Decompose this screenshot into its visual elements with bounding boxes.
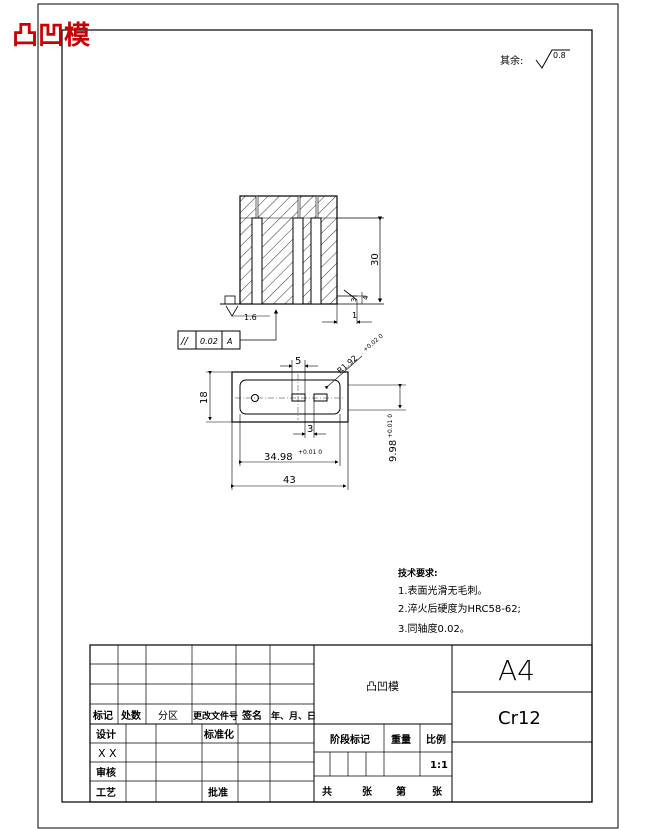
tb-scale-value: 1:1 (430, 760, 448, 771)
tolerance-datum: A (226, 337, 232, 346)
tb-header-sign: 签名 (241, 709, 262, 722)
notes-title: 技术要求: (398, 567, 438, 579)
tb-standard: 标准化 (203, 728, 234, 741)
tb-header-mark: 标记 (92, 709, 113, 722)
dim-5: 5 (295, 356, 301, 367)
datum-a-marker (220, 295, 240, 305)
top-view (231, 371, 349, 423)
tb-header-zone: 分区 (158, 710, 178, 722)
tb-sheet: 张 (362, 785, 373, 798)
front-section-view (239, 195, 358, 305)
dim-4-small: 4 (362, 295, 370, 300)
tb-header-count: 处数 (120, 709, 142, 722)
roughness-label: 其余: (500, 54, 523, 67)
dim-30: 30 (370, 253, 381, 266)
roughness-1-6-icon (225, 305, 270, 317)
dim-34-98: 34.98 (264, 452, 293, 463)
note-3: 3.同轴度0.02。 (398, 622, 470, 635)
dim-3-small: 3 (350, 298, 358, 302)
dim-9-98-tol: +0.01 0 (387, 414, 394, 438)
tb-xx: X X (98, 747, 117, 760)
tb-scale: 比例 (426, 733, 446, 746)
tb-page2: 张 (432, 785, 443, 798)
tb-stage: 阶段标记 (330, 733, 370, 746)
tb-part-name: 凸凹模 (366, 680, 399, 693)
tb-process: 工艺 (96, 786, 116, 799)
watermark: 凸凹模 (12, 21, 91, 51)
dim-43: 43 (283, 475, 296, 486)
note-1: 1.表面光滑无毛刺。 (398, 584, 488, 597)
tb-header-change: 更改文件号 (193, 710, 238, 722)
tb-review: 审核 (96, 766, 116, 779)
title-block (89, 644, 593, 803)
dim-1: 1 (352, 311, 357, 320)
tolerance-frame (177, 330, 241, 350)
dim-34-98-tol: +0.01 0 (298, 449, 322, 456)
tb-header-date: 年、月、日 (271, 710, 316, 722)
roughness-value: 0.8 (553, 51, 566, 60)
roughness-1-6: 1.6 (244, 313, 257, 322)
dim-3: 3 (307, 424, 313, 435)
dim-radius-tol: +0.02 0 (362, 333, 385, 354)
tb-material: Cr12 (498, 708, 541, 729)
dim-18: 18 (199, 391, 210, 404)
dim-9-98: 9.98 (388, 440, 399, 462)
tb-page: 第 (396, 785, 406, 798)
outer-border (37, 3, 619, 829)
roughness-symbol-icon (535, 49, 570, 69)
note-2: 2.淬火后硬度为HRC58-62; (398, 602, 521, 615)
tolerance-symbol: // (180, 336, 189, 347)
tb-design: 设计 (96, 728, 116, 741)
tb-total: 共 (322, 785, 332, 798)
tb-paper-size: A4 (498, 654, 535, 687)
tolerance-value: 0.02 (200, 337, 218, 346)
tb-weight: 重量 (391, 733, 411, 746)
tb-approve: 批准 (208, 786, 228, 799)
